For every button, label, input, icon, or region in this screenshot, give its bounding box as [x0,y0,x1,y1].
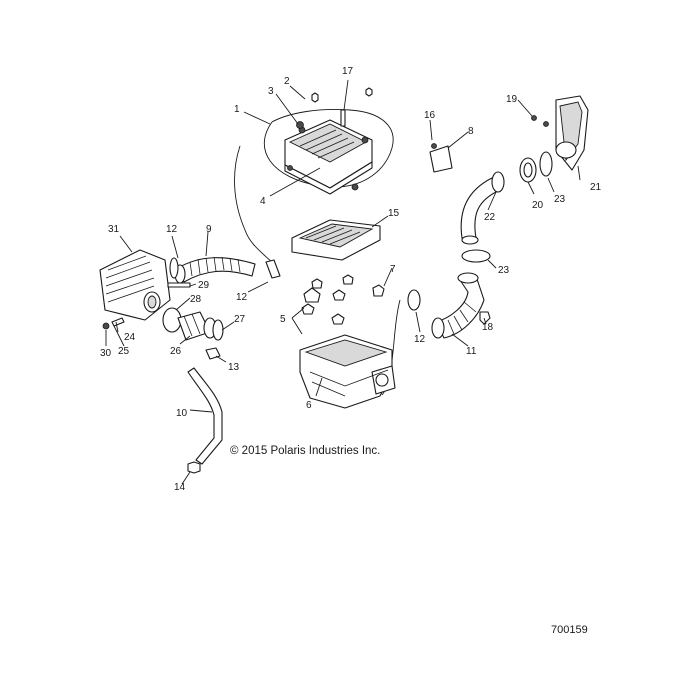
intake-hose-9 [174,256,256,284]
callout-label: 11 [466,346,477,357]
callout-label: 10 [176,408,188,419]
callout-label: 25 [118,346,130,357]
fitting-14 [187,461,201,474]
callout-label: 24 [124,332,136,343]
callout-label: 2 [284,76,290,87]
callout-label: 15 [388,208,400,219]
callout-label: 27 [234,314,246,325]
callout-label: 16 [424,110,436,121]
callout-label: 6 [306,400,312,411]
clamp-23-upper [539,151,553,177]
callout-labels: 1 2 3 4 5 6 7 8 9 10 11 12 12 12 13 14 1… [100,66,602,493]
inlet-21 [555,95,589,171]
callout-label: 9 [206,224,212,235]
clamp-27 [212,319,224,341]
airbox-cover [263,109,394,195]
callout-label: 12 [166,224,178,235]
intake-hose-11 [431,272,485,339]
clamp-12-right [407,289,421,311]
air-filter [291,219,381,261]
callout-label: 31 [108,224,120,235]
callout-label: 4 [260,196,266,207]
callout-label: 8 [468,126,474,137]
callout-label: 23 [554,194,566,205]
callout-label: 3 [268,86,274,97]
callout-label: 19 [506,94,518,105]
callout-label: 29 [198,280,210,291]
callout-label: 14 [174,482,186,493]
callout-label: 5 [280,314,286,325]
airbox-base [299,299,401,409]
copyright-notice: © 2015 Polaris Industries Inc. [230,445,380,457]
callout-label: 26 [170,346,182,357]
callout-label: 22 [484,212,496,223]
callout-label: 13 [228,362,240,373]
hose-connector [234,145,281,279]
callout-label: 21 [590,182,602,193]
callout-label: 1 [234,104,240,115]
drawing-number: 700159 [551,624,588,636]
callout-label: 7 [390,264,396,275]
callout-label: 12 [236,292,248,303]
fitting-18 [479,311,491,325]
elbow-duct-22 [460,171,505,245]
duct-26 [162,307,217,341]
callout-label: 30 [100,348,112,359]
drain-tube [187,367,223,465]
clamp-12-left [169,257,179,279]
leader-lines [105,79,581,485]
ring-20 [519,157,537,183]
resonator-box [99,249,171,321]
small-screws-right [431,115,549,149]
bolt-parts-left [102,282,191,330]
callout-label: 12 [414,334,426,345]
callout-label: 20 [532,200,544,211]
bracket-8 [429,145,453,173]
clip-parts [301,274,385,325]
callout-label: 23 [498,265,510,276]
callout-label: 17 [342,66,354,77]
clamp-23-lower [461,249,491,263]
callout-label: 18 [482,322,494,333]
callout-label: 28 [190,294,202,305]
screw-parts [296,87,373,129]
